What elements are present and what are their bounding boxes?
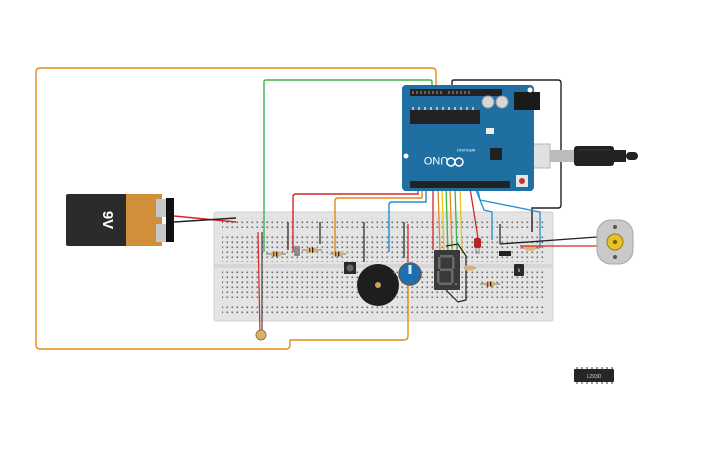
dc-motor[interactable]: [596, 219, 634, 265]
chip-label: L293D: [587, 374, 602, 380]
motor-black-wire[interactable]: [499, 236, 598, 245]
black-wire-gnd[interactable]: [451, 79, 562, 232]
resistor-4[interactable]: [464, 265, 476, 271]
diode[interactable]: [499, 251, 511, 256]
signal-wires[interactable]: [432, 187, 541, 253]
resistor-5[interactable]: [480, 281, 500, 287]
svg-text:N: N: [518, 268, 521, 273]
breadboard-bottom-rail: [222, 305, 545, 315]
arduino-atmega-chip: [410, 110, 480, 124]
buzzer-plus-icon: +: [393, 271, 397, 277]
arduino-uno[interactable]: UNO ARDUINO: [402, 85, 540, 191]
black-wire-7seg[interactable]: [445, 243, 467, 303]
battery-red-wire[interactable]: [173, 215, 237, 223]
blue-wire-pot[interactable]: [388, 190, 427, 252]
piezo-buzzer[interactable]: +: [357, 264, 399, 306]
led-red[interactable]: [474, 238, 481, 254]
orange-wire-bb[interactable]: [334, 190, 423, 254]
orange-wire-loop[interactable]: [35, 67, 437, 350]
capacitor[interactable]: [294, 246, 300, 256]
breadboard-top-rail: [222, 218, 545, 228]
arduino-bottom-header: [410, 181, 510, 188]
resistor-1[interactable]: [266, 251, 286, 257]
black-jumpers[interactable]: [287, 222, 501, 262]
green-wire[interactable]: [263, 79, 433, 252]
resistor-6[interactable]: [520, 245, 540, 251]
resistor-2[interactable]: [302, 247, 322, 253]
l293d-chip[interactable]: L293D: [574, 367, 614, 384]
breadboard-upper-strip: [222, 236, 545, 262]
transistor[interactable]: N: [514, 264, 524, 276]
photoresistor[interactable]: [255, 329, 267, 341]
battery-black-wire[interactable]: [173, 217, 237, 223]
usb-cable[interactable]: [519, 143, 638, 169]
resistor-3[interactable]: [330, 251, 346, 257]
arduino-power-jack: [514, 92, 540, 110]
arduino-model-label: UNO: [423, 154, 448, 166]
red-wire-5v[interactable]: [292, 190, 419, 252]
push-button[interactable]: [344, 262, 356, 274]
arduino-brand-label: ARDUINO: [457, 148, 475, 153]
arduino-logo-icon: [446, 157, 464, 167]
potentiometer[interactable]: [398, 262, 422, 286]
seven-segment-display[interactable]: [434, 250, 460, 290]
battery-label: 9V: [99, 211, 116, 229]
battery-9v[interactable]: 9V: [66, 194, 174, 246]
